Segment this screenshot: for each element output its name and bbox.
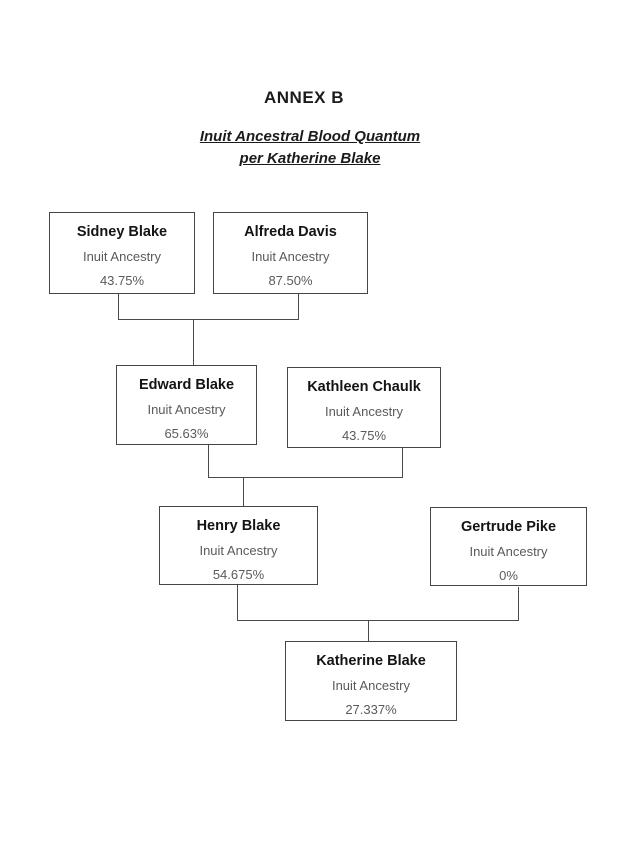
- subtitle-line-1: Inuit Ancestral Blood Quantum: [199, 128, 421, 145]
- ancestry-label: Inuit Ancestry: [469, 544, 548, 559]
- person-name: Gertrude Pike: [460, 519, 557, 535]
- person-box-kathleen-chaulk: Kathleen Chaulk Inuit Ancestry 43.75%: [287, 367, 441, 448]
- person-name: Alfreda Davis: [244, 224, 337, 240]
- connector-line: [208, 477, 403, 478]
- quantum-value: 0%: [499, 568, 518, 583]
- person-box-katherine-blake: Katherine Blake Inuit Ancestry 27.337%: [285, 641, 457, 721]
- quantum-value: 27.337%: [345, 702, 397, 717]
- connector-line: [118, 319, 299, 320]
- person-name: Sidney Blake: [76, 224, 168, 240]
- ancestry-label: Inuit Ancestry: [82, 249, 162, 264]
- ancestry-label: Inuit Ancestry: [331, 678, 411, 693]
- quantum-value: 43.75%: [341, 428, 387, 443]
- quantum-value: 43.75%: [99, 273, 145, 288]
- person-box-henry-blake: Henry Blake Inuit Ancestry 54.675%: [159, 506, 318, 585]
- connector-line: [118, 294, 119, 319]
- ancestry-label: Inuit Ancestry: [324, 404, 404, 419]
- person-box-edward-blake: Edward Blake Inuit Ancestry 65.63%: [116, 365, 257, 445]
- connector-line: [243, 477, 244, 506]
- person-name: Henry Blake: [196, 518, 281, 534]
- person-name: Edward Blake: [138, 377, 235, 393]
- connector-line: [518, 587, 519, 620]
- person-name: Katherine Blake: [316, 653, 426, 669]
- quantum-value: 65.63%: [164, 426, 209, 441]
- person-box-gertrude-pike: Gertrude Pike Inuit Ancestry 0%: [430, 507, 587, 586]
- ancestry-label: Inuit Ancestry: [199, 543, 278, 558]
- connector-line: [368, 620, 369, 641]
- connector-line: [298, 294, 299, 319]
- quantum-value: 87.50%: [268, 273, 313, 288]
- connector-line: [237, 585, 238, 620]
- person-name: Kathleen Chaulk: [307, 379, 421, 395]
- ancestry-label: Inuit Ancestry: [147, 402, 226, 417]
- ancestry-label: Inuit Ancestry: [251, 249, 330, 264]
- connector-line: [402, 448, 403, 477]
- document-subtitle: Inuit Ancestral Blood Quantum per Kather…: [0, 126, 620, 170]
- annex-title: ANNEX B: [263, 88, 344, 107]
- connector-line: [237, 620, 519, 621]
- subtitle-line-2: per Katherine Blake: [239, 150, 381, 167]
- person-box-alfreda-davis: Alfreda Davis Inuit Ancestry 87.50%: [213, 212, 368, 294]
- connector-line: [208, 445, 209, 477]
- connector-line: [193, 319, 194, 365]
- quantum-value: 54.675%: [212, 567, 265, 582]
- person-box-sidney-blake: Sidney Blake Inuit Ancestry 43.75%: [49, 212, 195, 294]
